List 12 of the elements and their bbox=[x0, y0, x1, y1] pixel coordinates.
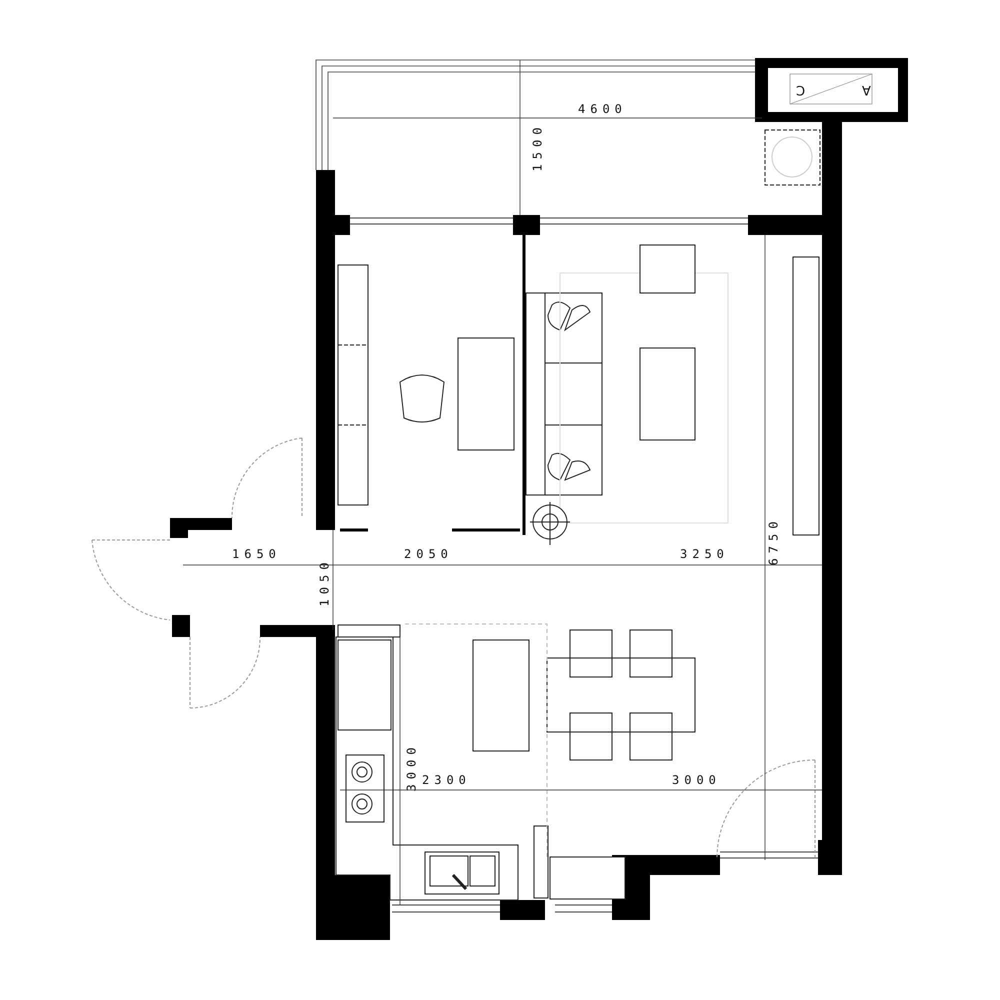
dimension-text: 6750 bbox=[766, 516, 780, 566]
dimension-text: 3250 bbox=[680, 547, 729, 561]
dimension-text: 2300 bbox=[422, 773, 471, 787]
unit-letter: A bbox=[862, 82, 871, 96]
dimension-text: 4600 bbox=[578, 102, 627, 116]
dimension-text: 1650 bbox=[232, 547, 281, 561]
dimension-text: 2050 bbox=[404, 547, 453, 561]
unit-letter: C bbox=[796, 82, 806, 96]
dimension-text: 1500 bbox=[530, 122, 544, 172]
dimension-text: 3000 bbox=[672, 773, 721, 787]
dimension-text: 1050 bbox=[317, 558, 332, 606]
dimension-text: 3000 bbox=[404, 742, 418, 792]
